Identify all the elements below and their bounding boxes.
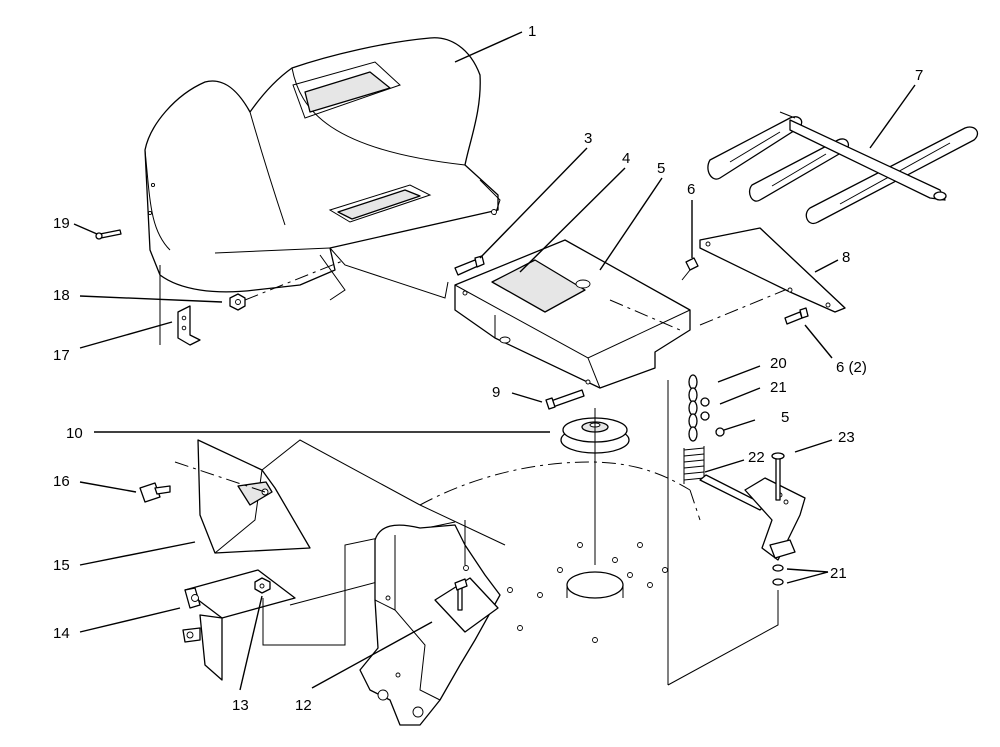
part-1-seat-housing <box>144 37 501 301</box>
leader-lines <box>73 31 916 691</box>
callout-15: 15 <box>53 557 70 574</box>
callout-6-2: 6 (2) <box>836 359 867 376</box>
part-9-bolt <box>545 389 585 410</box>
callout-7: 7 <box>915 67 923 84</box>
part-16-bolt <box>139 482 171 503</box>
part-5-cover-box <box>454 239 691 389</box>
part-20-chain <box>688 374 710 442</box>
callout-3: 3 <box>584 130 592 147</box>
part-15-shield <box>197 439 311 554</box>
callout-labels: 1 3 4 5 6 7 8 19 18 17 6 (2) 20 21 5 9 1… <box>53 23 923 714</box>
part-17-bracket <box>177 305 201 346</box>
callout-10: 10 <box>66 425 83 442</box>
callout-18: 18 <box>53 287 70 304</box>
part-18-nut <box>229 293 246 311</box>
part-22-spring <box>683 446 705 484</box>
part-23-lever-assembly <box>699 452 806 561</box>
part-8-angle-bracket <box>699 227 846 313</box>
part-5-nut <box>715 427 725 437</box>
part-6-2-screw <box>784 307 809 325</box>
callout-19: 19 <box>53 215 70 232</box>
callout-6: 6 <box>687 181 695 198</box>
callout-5-lower: 5 <box>781 409 789 426</box>
callout-21-lower: 21 <box>830 565 847 582</box>
callout-16: 16 <box>53 473 70 490</box>
callout-8: 8 <box>842 249 850 266</box>
part-21-washers <box>772 564 784 586</box>
callout-1: 1 <box>528 23 536 40</box>
callout-20: 20 <box>770 355 787 372</box>
part-12-side-panel <box>359 524 501 726</box>
deck-holes <box>462 542 668 643</box>
callout-13: 13 <box>232 697 249 714</box>
callout-12: 12 <box>295 697 312 714</box>
callout-9: 9 <box>492 384 500 401</box>
callout-17: 17 <box>53 347 70 364</box>
part-14-mount-bracket <box>182 569 296 681</box>
part-7-rake-assembly <box>707 111 979 225</box>
callout-21: 21 <box>770 379 787 396</box>
part-3-bolt <box>454 255 485 276</box>
part-13-nut <box>254 577 271 594</box>
callout-23: 23 <box>838 429 855 446</box>
callout-4: 4 <box>622 150 630 167</box>
part-19-screw <box>95 229 122 240</box>
callout-14: 14 <box>53 625 70 642</box>
part-6-bolt <box>681 257 699 281</box>
part-12-bolt-plate <box>434 565 499 633</box>
callout-22: 22 <box>748 449 765 466</box>
callout-5: 5 <box>657 160 665 177</box>
